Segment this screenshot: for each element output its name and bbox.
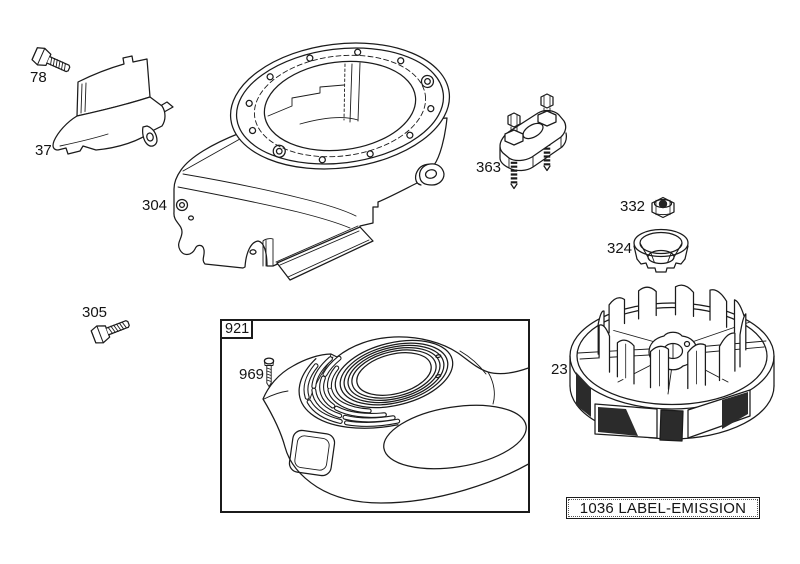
puller-363-drawing xyxy=(499,93,567,190)
part-label-305: 305 xyxy=(82,304,108,321)
shield-37-drawing xyxy=(52,55,174,155)
nut-332-drawing xyxy=(651,196,675,219)
cup-324-drawing xyxy=(633,228,689,273)
part-label-969: 969 xyxy=(239,366,265,383)
part-label-37: 37 xyxy=(35,142,52,159)
emission-label-box: 1036 LABEL-EMISSION xyxy=(566,497,760,519)
blower-housing-304-drawing xyxy=(173,42,451,281)
part-label-304: 304 xyxy=(142,197,168,214)
part-label-363: 363 xyxy=(476,159,502,176)
emission-label-text: 1036 LABEL-EMISSION xyxy=(568,499,758,517)
screw-969-drawing xyxy=(263,357,275,387)
flywheel-23-drawing xyxy=(569,284,775,442)
part-label-332: 332 xyxy=(620,198,646,215)
group-921-box: 921 xyxy=(220,319,530,513)
part-label-78: 78 xyxy=(30,69,47,86)
group-921-tag: 921 xyxy=(220,319,253,339)
part-label-23: 23 xyxy=(551,361,568,378)
cover-921-drawing xyxy=(262,336,529,504)
part-label-324: 324 xyxy=(607,240,633,257)
